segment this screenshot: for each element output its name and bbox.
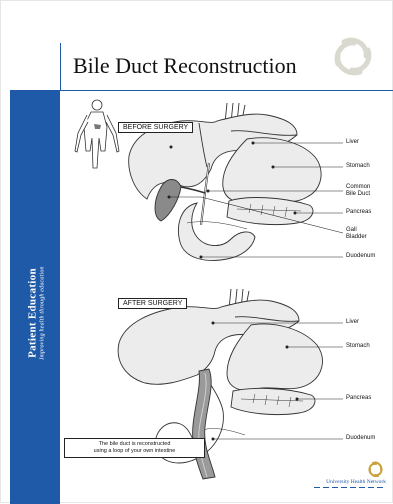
after-label-pancreas: Pancreas: [346, 395, 371, 402]
before-label-stomach: Stomach: [346, 163, 370, 170]
organization-name: University Health Network: [314, 479, 386, 485]
before-label-gall-line2: Bladder: [346, 234, 367, 241]
before-label-pancreas: Pancreas: [346, 209, 371, 216]
before-surgery-heading: BEFORE SURGERY: [118, 122, 193, 133]
uhn-logo-icon: [367, 461, 383, 477]
reconstruction-caption: The bile duct is reconstructed using a l…: [64, 438, 205, 458]
after-surgery-heading: AFTER SURGERY: [118, 298, 187, 309]
before-label-duodenum: Duodenum: [346, 253, 375, 260]
after-label-liver: Liver: [346, 319, 359, 326]
human-figure-icon: [75, 100, 119, 168]
organization-rule: [314, 487, 386, 488]
before-label-liver: Liver: [346, 139, 359, 146]
after-label-duodenum: Duodenum: [346, 435, 375, 442]
before-label-gall-line1: Gall: [346, 227, 357, 234]
before-label-common-line2: Bile Duct: [346, 191, 370, 198]
caption-line-2: using a loop of your own intestine: [94, 448, 176, 454]
caption-line-1: The bile duct is reconstructed: [99, 441, 171, 447]
after-label-stomach: Stomach: [346, 343, 370, 350]
before-label-common-line1: Common: [346, 184, 370, 191]
